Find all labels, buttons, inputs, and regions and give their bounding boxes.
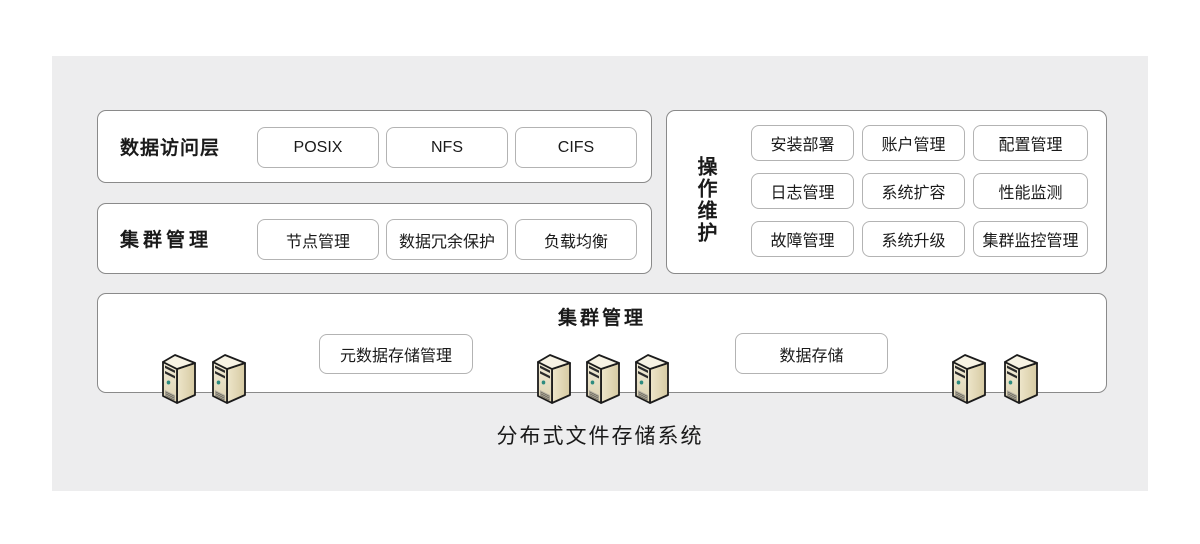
- node-log-management: 日志管理: [751, 173, 854, 209]
- server-icon: [952, 354, 986, 404]
- node-posix: POSIX: [257, 127, 379, 168]
- node-fault-management: 故障管理: [751, 221, 854, 257]
- server-icon: [537, 354, 571, 404]
- node-nfs: NFS: [386, 127, 508, 168]
- node-system-expansion: 系统扩容: [862, 173, 965, 209]
- cluster-management-nodes: 节点管理 数据冗余保护 负载均衡: [257, 219, 637, 260]
- cluster-management-label: 集群管理: [120, 230, 213, 251]
- node-data-redundancy-protection: 数据冗余保护: [386, 219, 508, 260]
- data-access-layer-box: 数据访问层 POSIX NFS CIFS: [97, 110, 652, 183]
- server-icon: [635, 354, 669, 404]
- server-icon: [586, 354, 620, 404]
- node-cifs: CIFS: [515, 127, 637, 168]
- node-load-balancing: 负载均衡: [515, 219, 637, 260]
- operations-nodes: 安装部署 账户管理 配置管理 日志管理 系统扩容 性能监测 故障管理 系统升级 …: [751, 125, 1088, 257]
- server-icon: [212, 354, 246, 404]
- storage-cluster-box: 集群管理 元数据存储管理 数据存储: [97, 293, 1107, 393]
- node-node-management: 节点管理: [257, 219, 379, 260]
- operations-maintenance-label: 操作维护: [694, 156, 716, 244]
- storage-cluster-label: 集群管理: [557, 308, 646, 329]
- diagram-title: 分布式文件存储系统: [496, 425, 704, 448]
- server-icon: [162, 354, 196, 404]
- node-system-upgrade: 系统升级: [862, 221, 965, 257]
- data-access-nodes: POSIX NFS CIFS: [257, 127, 637, 168]
- node-cluster-monitoring-management: 集群监控管理: [973, 221, 1088, 257]
- node-performance-monitoring: 性能监测: [973, 173, 1088, 209]
- node-metadata-storage-management: 元数据存储管理: [319, 334, 473, 374]
- data-access-layer-label: 数据访问层: [120, 138, 221, 159]
- node-account-management: 账户管理: [862, 125, 965, 161]
- node-install-deploy: 安装部署: [751, 125, 854, 161]
- node-config-management: 配置管理: [973, 125, 1088, 161]
- server-icon: [1004, 354, 1038, 404]
- cluster-management-box: 集群管理 节点管理 数据冗余保护 负载均衡: [97, 203, 652, 274]
- operations-maintenance-box: 操作维护 安装部署 账户管理 配置管理 日志管理 系统扩容 性能监测 故障管理 …: [666, 110, 1107, 274]
- node-data-storage: 数据存储: [735, 333, 888, 374]
